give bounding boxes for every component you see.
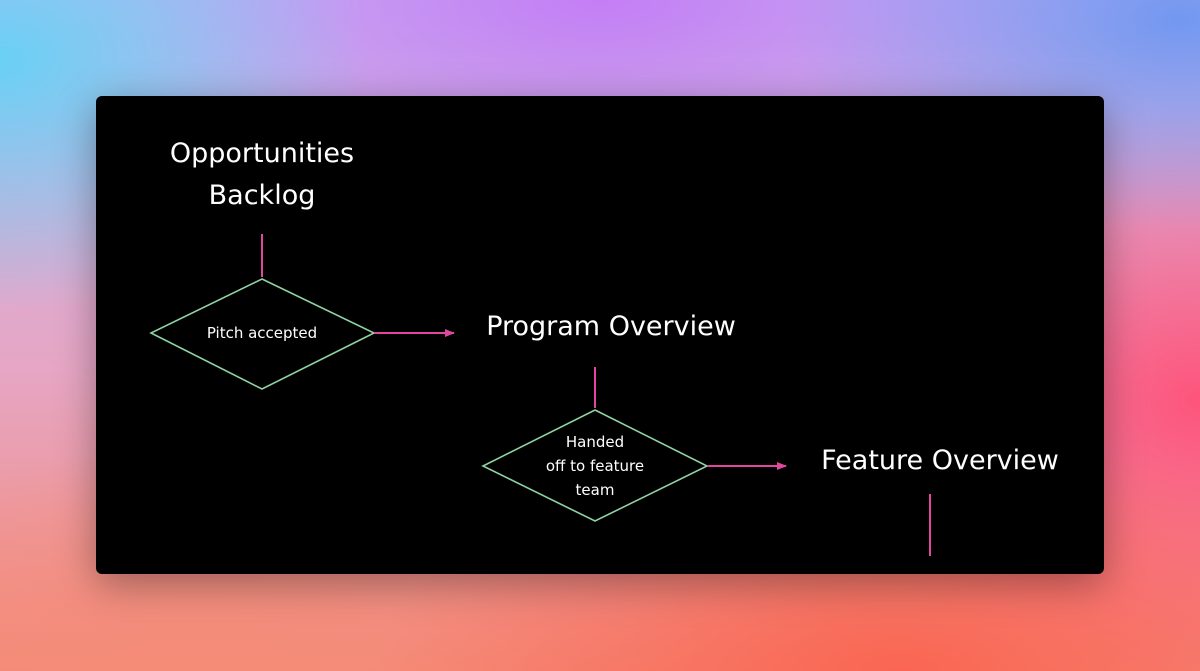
- decision-label-pitch-accepted-text: Pitch accepted: [206, 324, 318, 342]
- node-program-overview-text: Program Overview: [486, 311, 736, 342]
- node-program-overview: Program Overview: [476, 306, 746, 348]
- node-feature-overview-text: Feature Overview: [821, 445, 1059, 476]
- decision-diamond-pitch-accepted: [149, 278, 376, 390]
- decision-label-handed-off-line-3: team: [575, 481, 615, 499]
- node-opportunities-backlog-line-2: Backlog: [208, 180, 316, 211]
- node-opportunities-backlog: Opportunities Backlog: [152, 133, 372, 217]
- decision-label-handed-off-line-2: off to feature: [545, 457, 645, 475]
- flow-diagram: [149, 234, 931, 556]
- node-opportunities-backlog-line-1: Opportunities: [169, 138, 355, 169]
- node-feature-overview: Feature Overview: [810, 440, 1070, 482]
- diagram-card: Opportunities Backlog Pitch accepted Pro…: [96, 96, 1104, 574]
- decision-label-pitch-accepted: Pitch accepted: [172, 318, 352, 348]
- decision-label-handed-off: Handed off to feature team: [525, 430, 665, 502]
- decision-label-handed-off-line-1: Handed: [565, 433, 625, 451]
- decision-diamond-handed-off: [481, 409, 709, 522]
